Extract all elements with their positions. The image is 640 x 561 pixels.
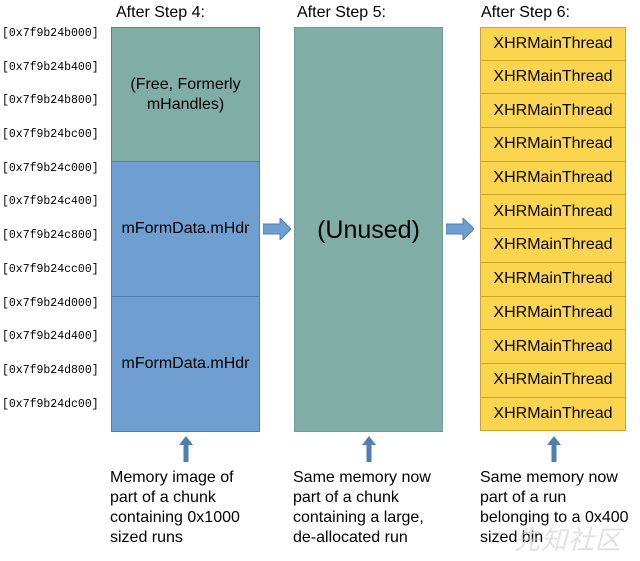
xhr-cell: XHRMainThread	[480, 296, 626, 331]
address-label: [0x7f9b24cc00]	[2, 262, 99, 276]
xhr-cell: XHRMainThread	[480, 397, 626, 432]
xhr-cell: XHRMainThread	[480, 363, 626, 398]
right-arrow-icon	[263, 218, 291, 240]
step4-title: After Step 4:	[116, 4, 205, 21]
xhr-cell: XHRMainThread	[480, 195, 626, 230]
xhr-run-column: XHRMainThread XHRMainThread XHRMainThrea…	[480, 27, 626, 432]
up-arrow-icon	[179, 436, 193, 462]
xhr-cell: XHRMainThread	[480, 27, 626, 61]
mformdata-block-1: mFormData.mHdr	[111, 161, 260, 297]
right-arrow-icon	[446, 218, 474, 240]
unused-block: (Unused)	[294, 27, 443, 432]
xhr-cell: XHRMainThread	[480, 128, 626, 162]
xhr-cell: XHRMainThread	[480, 161, 626, 196]
address-label: [0x7f9b24b000]	[2, 27, 99, 40]
xhr-cell: XHRMainThread	[480, 262, 626, 297]
mformdata-label-2: mFormData.mHdr	[121, 355, 250, 372]
address-label: [0x7f9b24dc00]	[2, 397, 99, 411]
step5-title: After Step 5:	[297, 4, 386, 21]
address-label: [0x7f9b24d800]	[2, 363, 99, 377]
free-block: (Free, Formerly mHandles)	[111, 27, 260, 162]
address-label: [0x7f9b24b800]	[2, 94, 99, 108]
up-arrow-icon	[362, 436, 376, 462]
up-arrow-icon	[547, 436, 561, 462]
watermark: 先知社区	[513, 525, 622, 555]
xhr-cell: XHRMainThread	[480, 94, 626, 129]
address-label: [0x7f9b24d000]	[2, 296, 99, 310]
xhr-cell: XHRMainThread	[480, 330, 626, 364]
address-label: [0x7f9b24c400]	[2, 195, 99, 209]
free-block-label: (Free, Formerly mHandles)	[130, 75, 241, 113]
address-label: [0x7f9b24d400]	[2, 330, 99, 344]
step6-caption: Same memory now part of a run belonging …	[480, 469, 629, 546]
address-label: [0x7f9b24c000]	[2, 161, 99, 175]
address-label: [0x7f9b24c800]	[2, 229, 99, 243]
mformdata-block-2: mFormData.mHdr	[111, 296, 260, 432]
mformdata-label-1: mFormData.mHdr	[121, 220, 250, 237]
xhr-cell: XHRMainThread	[480, 60, 626, 95]
address-label: [0x7f9b24bc00]	[2, 128, 99, 142]
xhr-cell: XHRMainThread	[480, 229, 626, 263]
step4-caption: Memory image of part of a chunk containi…	[110, 469, 240, 546]
step6-title: After Step 6:	[481, 4, 570, 21]
address-label: [0x7f9b24b400]	[2, 60, 99, 74]
step5-caption: Same memory now part of a chunk containi…	[293, 469, 431, 546]
unused-label: (Unused)	[317, 215, 420, 244]
address-list: [0x7f9b24b000] [0x7f9b24b400] [0x7f9b24b…	[2, 24, 106, 428]
